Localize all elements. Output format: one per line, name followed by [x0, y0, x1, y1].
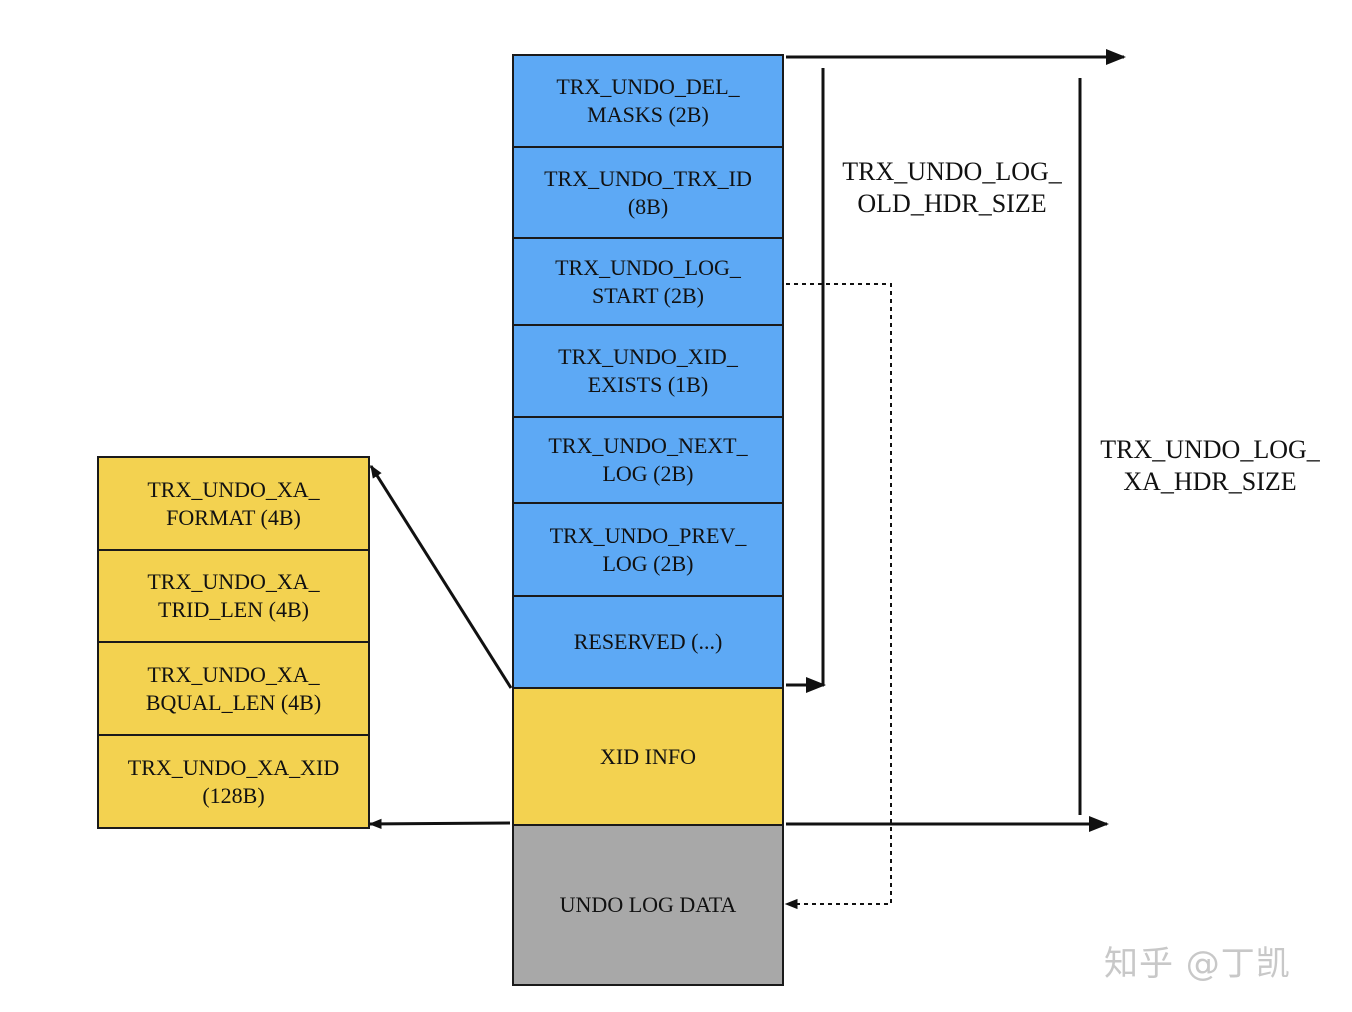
field-trx-undo-xa-format: TRX_UNDO_XA_ FORMAT (4B) — [97, 456, 370, 551]
field-trx-undo-trx-id: TRX_UNDO_TRX_ID (8B) — [512, 146, 784, 239]
log-start-pointer — [784, 283, 892, 910]
field-label: TRX_UNDO_PREV_ LOG (2B) — [549, 522, 747, 576]
field-reserved: RESERVED (...) — [512, 595, 784, 689]
field-undo-log-data: UNDO LOG DATA — [512, 824, 784, 986]
field-label: TRX_UNDO_NEXT_ LOG (2B) — [548, 433, 748, 486]
field-trx-undo-next-log: TRX_UNDO_NEXT_ LOG (2B) — [512, 416, 784, 504]
field-trx-undo-prev-log: TRX_UNDO_PREV_ LOG (2B) — [512, 502, 784, 597]
field-label: TRX_UNDO_XA_XID (128B) — [127, 754, 340, 808]
field-label: TRX_UNDO_XA_ BQUAL_LEN (4B) — [145, 661, 322, 715]
field-label: UNDO LOG DATA — [559, 892, 737, 917]
field-trx-undo-xa-trid-len: TRX_UNDO_XA_ TRID_LEN (4B) — [97, 549, 370, 643]
xid-expand-bottom-arrow — [368, 818, 511, 830]
field-trx-undo-del-masks: TRX_UNDO_DEL_ MASKS (2B) — [512, 54, 784, 148]
field-label: TRX_UNDO_DEL_ MASKS (2B) — [556, 74, 740, 127]
watermark-text: 知乎 @丁凯 — [1104, 944, 1291, 984]
field-trx-undo-xa-bqual-len: TRX_UNDO_XA_ BQUAL_LEN (4B) — [97, 641, 370, 736]
field-label: XID INFO — [600, 743, 696, 769]
field-label: RESERVED (...) — [573, 629, 723, 654]
field-label: TRX_UNDO_XA_ TRID_LEN (4B) — [147, 569, 320, 622]
xa-hdr-size-label: TRX_UNDO_LOG_ XA_HDR_SIZE — [1100, 435, 1320, 496]
field-label: TRX_UNDO_XID_ EXISTS (1B) — [558, 344, 738, 397]
field-trx-undo-log-start: TRX_UNDO_LOG_ START (2B) — [512, 237, 784, 326]
old-hdr-size-label: TRX_UNDO_LOG_ OLD_HDR_SIZE — [842, 157, 1062, 218]
field-trx-undo-xa-xid: TRX_UNDO_XA_XID (128B) — [97, 734, 370, 829]
xid-expand-top-arrow — [369, 464, 513, 689]
field-label: TRX_UNDO_LOG_ START (2B) — [555, 254, 741, 308]
field-xid-info: XID INFO — [512, 687, 784, 826]
field-label: TRX_UNDO_XA_ FORMAT (4B) — [147, 476, 320, 530]
field-label: TRX_UNDO_TRX_ID (8B) — [544, 165, 752, 219]
